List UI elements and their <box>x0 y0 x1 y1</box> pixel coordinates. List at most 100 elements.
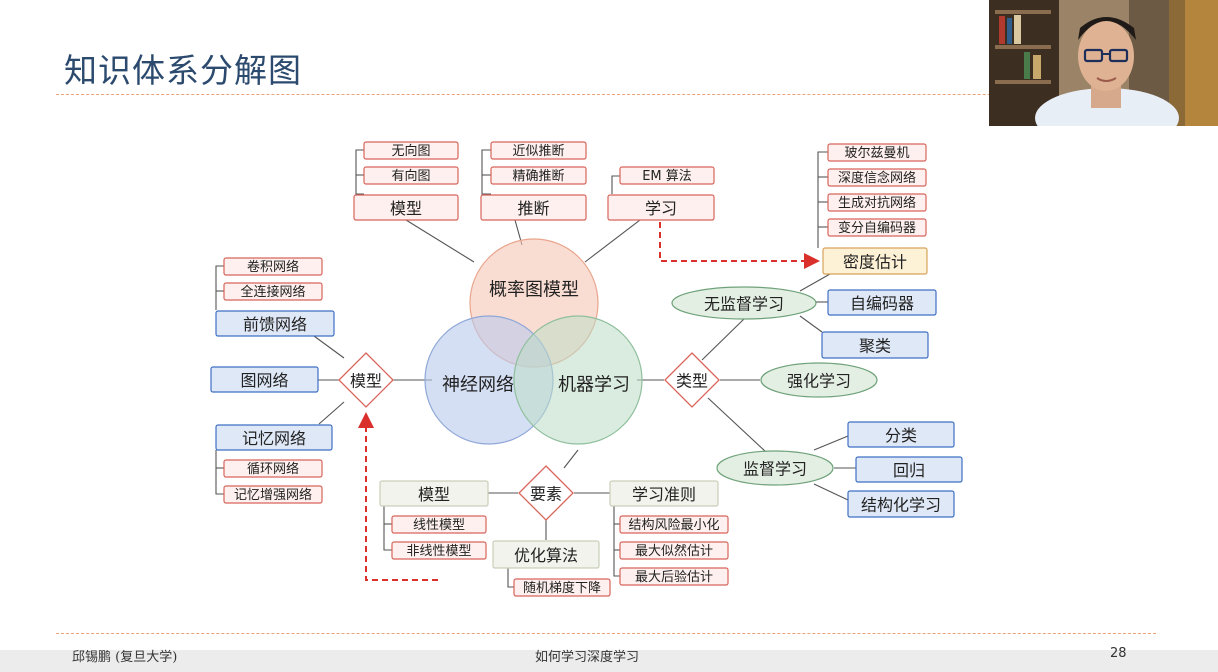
ml-density-estimation-label: 密度估计 <box>843 253 907 272</box>
elements-model-label: 模型 <box>418 485 450 504</box>
pgm-learning-items-bracket <box>611 175 620 194</box>
pgm-model-box <box>353 194 459 221</box>
pgm-undirected-graph-label: 无向图 <box>391 143 430 159</box>
nn-circle-label: 神经网络 <box>442 375 514 396</box>
ml-unsupervised-label: 无监督学习 <box>704 295 784 314</box>
elements-mle-label: 最大似然估计 <box>635 543 713 559</box>
elements-criterion-items-bracket <box>613 505 620 577</box>
ml-dbn-label: 深度信念网络 <box>838 170 916 186</box>
elements-optimization-label: 优化算法 <box>514 546 578 565</box>
pgm-learning-label: 学习 <box>645 199 677 218</box>
pgm-em-algorithm-box <box>619 166 715 185</box>
model-to-nn-arrow <box>358 412 438 581</box>
elements-optimization-box <box>492 540 600 569</box>
pgm-learning-box <box>607 194 715 221</box>
ml-hub-label: 类型 <box>676 372 708 391</box>
pgm-circle-label: 概率图模型 <box>489 280 579 301</box>
ml-regression-box <box>855 456 963 483</box>
nn-memory-augmented-box <box>223 485 323 504</box>
ml-structured-learning-label: 结构化学习 <box>861 496 941 515</box>
nn-memory-connector <box>318 401 345 425</box>
ml-reinforcement-ellipse <box>760 362 878 398</box>
elements-linear-model-label: 线性模型 <box>413 518 465 533</box>
pgm-model-items-bracket <box>355 149 364 195</box>
footer-bar <box>0 650 1218 672</box>
ml-autoencoder-label: 自编码器 <box>850 294 914 313</box>
footer-author: 邱锡鹏 (复旦大学) <box>72 650 178 665</box>
pgm-inference-items-bracket <box>481 149 491 195</box>
elements-map-label: 最大后验估计 <box>635 569 713 585</box>
nn-memory-augmented-label: 记忆增强网络 <box>234 487 312 503</box>
elements-nonlinear-model-label: 非线性模型 <box>406 544 471 559</box>
ml-structured-learning-box <box>847 490 955 518</box>
ml-hub-diamond <box>664 352 720 408</box>
elements-structural-risk-box <box>619 515 729 534</box>
ml-clustering-label: 聚类 <box>859 337 891 356</box>
ml-density-items-bracket <box>817 151 828 248</box>
nn-fully-connected-box <box>223 282 323 301</box>
ml-density-estimation-box <box>822 247 928 275</box>
page-number: 28 <box>1110 646 1127 661</box>
ml-boltzmann-box <box>827 143 927 162</box>
nn-recurrent-label: 循环网络 <box>247 461 299 477</box>
nn-memory-items-bracket <box>215 450 224 495</box>
nn-memory-box <box>215 424 333 451</box>
nn-hub-diamond <box>338 352 394 408</box>
elements-hub-connector <box>563 449 579 469</box>
nn-feedforward-connector <box>313 335 345 359</box>
nn-feedforward-label: 前馈网络 <box>243 315 307 334</box>
ml-gan-box <box>827 193 927 212</box>
nn-memory-label: 记忆网络 <box>242 429 306 448</box>
learning-to-density-arrow <box>659 222 820 269</box>
pgm-undirected-graph-box <box>363 141 459 160</box>
ml-autoencoder-box <box>827 289 937 316</box>
ml-density-connector <box>799 273 831 292</box>
pgm-model-connector <box>405 219 475 263</box>
footer-divider <box>56 633 1156 634</box>
ml-reinforcement-label: 强化学习 <box>787 372 851 391</box>
ml-classification-box <box>847 421 955 448</box>
nn-cnn-label: 卷积网络 <box>247 259 299 275</box>
nn-graph-network-label: 图网络 <box>240 371 288 390</box>
pgm-approximate-inference-box <box>490 141 587 160</box>
elements-structural-risk-label: 结构风险最小化 <box>628 518 719 533</box>
elements-hub-label: 要素 <box>530 485 562 504</box>
elements-criterion-box <box>609 480 719 507</box>
pgm-inference-box <box>480 194 587 221</box>
elements-model-items-bracket <box>383 504 392 551</box>
elements-map-box <box>619 567 729 586</box>
presenter-webcam <box>989 0 1218 126</box>
pgm-inference-label: 推断 <box>517 199 549 218</box>
pgm-learning-connector <box>584 219 641 263</box>
elements-mle-box <box>619 541 729 560</box>
elements-hub-diamond <box>518 465 574 521</box>
nn-graph-network-box <box>210 366 319 393</box>
nn-cnn-box <box>223 257 323 276</box>
ml-vae-label: 变分自编码器 <box>838 220 916 236</box>
ml-classification-connector <box>813 435 849 451</box>
ml-circle <box>513 315 643 445</box>
nn-fully-connected-label: 全连接网络 <box>240 284 305 300</box>
ml-supervised-label: 监督学习 <box>743 460 807 479</box>
ml-dbn-box <box>827 168 927 187</box>
pgm-directed-graph-label: 有向图 <box>391 168 430 184</box>
elements-sgd-box <box>513 578 611 597</box>
nn-hub-label: 模型 <box>350 372 382 391</box>
pgm-directed-graph-box <box>363 166 459 185</box>
elements-sgd-label: 随机梯度下降 <box>523 580 601 596</box>
ml-vae-box <box>827 218 927 237</box>
nn-feedforward-items-bracket <box>215 265 224 310</box>
elements-model-box <box>379 480 489 507</box>
elements-criterion-label: 学习准则 <box>632 485 696 504</box>
ml-unsupervised-ellipse <box>671 286 817 320</box>
nn-feedforward-box <box>215 310 335 337</box>
ml-supervised-ellipse <box>716 450 834 486</box>
ml-unsupervised-connector <box>701 317 746 361</box>
ml-boltzmann-label: 玻尔兹曼机 <box>844 146 909 161</box>
ml-classification-label: 分类 <box>885 426 917 445</box>
ml-circle-label: 机器学习 <box>558 375 630 396</box>
elements-optimization-items-bracket <box>507 568 514 588</box>
elements-nonlinear-model-box <box>391 541 487 560</box>
pgm-exact-inference-box <box>490 166 587 185</box>
